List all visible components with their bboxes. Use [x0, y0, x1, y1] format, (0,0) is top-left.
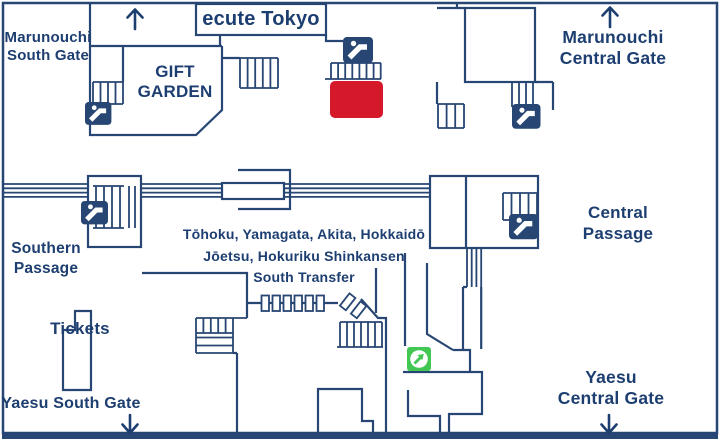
down-arrow-icon: [600, 413, 618, 435]
escalator-icon: [85, 102, 111, 125]
escalator-icon: [81, 201, 108, 224]
label-line-1: Marunouchi: [4, 29, 92, 46]
label-line-3: South Transfer: [253, 269, 355, 285]
stairs-tickets-east: [195, 317, 247, 354]
highlight-box: [330, 81, 383, 118]
title-text: ecute Tokyo: [202, 8, 320, 30]
label-line-1: Tickets: [50, 319, 110, 338]
gate-machine: [260, 294, 270, 312]
label-line-1: Central: [588, 203, 648, 222]
overpass-inner: [220, 181, 286, 201]
escalator-icon: [509, 214, 538, 239]
gate-machine: [338, 292, 357, 312]
label-line-1: Tōhoku, Yamagata, Akita, Hokkaidō: [182, 226, 426, 242]
tickets-label: Tickets: [34, 319, 126, 339]
label-line-2: GARDEN: [137, 82, 213, 101]
gate-machine: [349, 300, 368, 320]
yaesu-south-gate-label: Yaesu South Gate: [0, 395, 142, 413]
stairs-transfer-south: [337, 321, 383, 348]
central-passage-label: Central Passage: [558, 202, 678, 244]
room-top-right: [463, 6, 537, 84]
stair-rails-right: [511, 82, 534, 107]
up-arrow-icon: [126, 8, 144, 31]
gate-machine: [271, 294, 281, 312]
gate-machine: [282, 294, 292, 312]
page-title: ecute Tokyo: [196, 8, 326, 31]
marunouchi-south-gate-label: Marunouchi South Gate: [0, 29, 96, 64]
label-line-2: Jōetsu, Hokuriku Shinkansen: [203, 247, 405, 264]
stairs-right-west: [437, 103, 465, 129]
stairs-below-title: [239, 57, 279, 89]
up-arrow-icon: [601, 6, 619, 29]
label-line-1: Yaesu South Gate: [1, 395, 141, 412]
gate-machine: [304, 294, 314, 312]
shinkansen-transfer-label: Tōhoku, Yamagata, Akita, Hokkaidō Jōetsu…: [166, 224, 442, 289]
walls: [61, 2, 555, 435]
label-line-1: GIFT: [155, 62, 195, 81]
southern-passage-label: Southern Passage: [0, 239, 92, 279]
rooms: [86, 2, 540, 250]
gate-machine: [293, 294, 303, 312]
label-line-2: Passage: [582, 224, 654, 243]
stairs: [92, 57, 538, 354]
gate-machine: [315, 294, 325, 312]
label-line-1: Southern: [11, 240, 81, 257]
escalator-green-icon: [407, 347, 431, 371]
yaesu-central-gate-label: Yaesu Central Gate: [538, 367, 684, 409]
passage-lines: [3, 183, 483, 287]
label-line-2: Central Gate: [559, 48, 667, 68]
title-box: [194, 2, 328, 37]
stairs-top-center: [325, 62, 382, 80]
label-line-1: Yaesu: [585, 367, 637, 387]
label-line-2: South Gate: [6, 46, 89, 64]
escalator-icon: [512, 104, 541, 129]
label-line-2: Central Gate: [557, 388, 665, 408]
gift-garden-label: GIFT GARDEN: [115, 62, 235, 102]
label-line-1: Marunouchi: [562, 27, 664, 47]
escalator-icon: [343, 37, 373, 63]
ticket-gates: [260, 292, 368, 320]
label-line-2: Passage: [13, 260, 79, 277]
gate-arrows: [121, 6, 619, 435]
down-arrow-icon: [121, 413, 139, 435]
marunouchi-central-gate-label: Marunouchi Central Gate: [538, 27, 688, 69]
